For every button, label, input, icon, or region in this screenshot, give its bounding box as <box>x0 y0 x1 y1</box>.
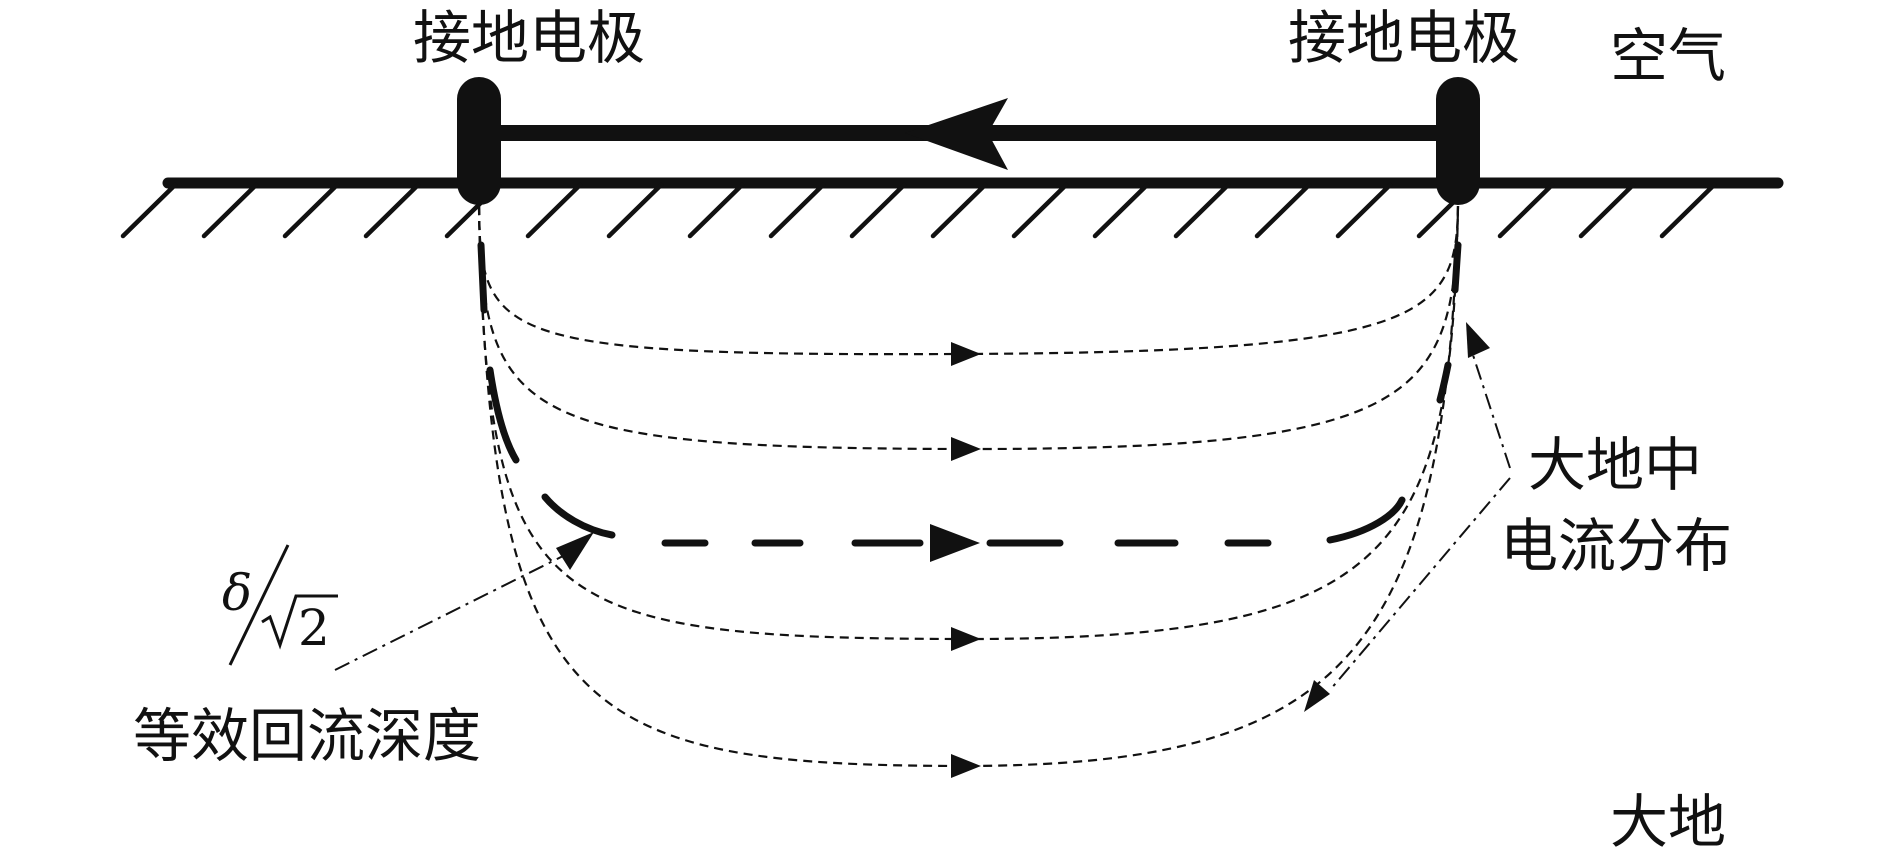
equivalent-path-right-curve <box>1326 496 1406 544</box>
equivalent-path-arrow <box>930 524 980 562</box>
leader-arrows <box>556 322 1490 712</box>
hatch-mark <box>282 182 340 239</box>
leader-arrow-bottom <box>1304 680 1330 712</box>
hatch-mark <box>687 182 745 239</box>
hatch-mark <box>201 182 259 239</box>
conductor-current-arrow <box>905 98 1008 170</box>
hatch-mark <box>1092 182 1150 239</box>
current-arrow-2 <box>951 437 981 461</box>
fraction-slash <box>228 544 290 666</box>
hatch-mark <box>849 182 907 239</box>
delta-symbol: δ <box>222 564 252 622</box>
left-electrode <box>457 77 501 205</box>
current-arrow-4 <box>951 754 981 778</box>
hatch-mark <box>606 182 664 239</box>
hatch-mark <box>1497 182 1555 239</box>
hatch-mark <box>1335 182 1393 239</box>
equivalent-path-left-curve <box>541 493 616 539</box>
current-distribution-label-line1: 大地中 <box>1528 431 1702 499</box>
hatch-mark <box>1011 182 1069 239</box>
leader-depth <box>334 549 576 671</box>
current-path-3 <box>477 205 1460 641</box>
current-arrow-1 <box>951 342 981 366</box>
equivalent-return-path <box>477 241 1462 547</box>
equivalent-path-right-segment-2 <box>1451 241 1462 294</box>
hatch-mark <box>1578 182 1636 239</box>
earth-label: 大地 <box>1610 788 1726 856</box>
current-arrow-3 <box>951 627 981 651</box>
earth-current-paths <box>477 205 1460 768</box>
hatch-mark <box>1659 182 1717 239</box>
right-electrode <box>1436 77 1480 205</box>
air-label: 空气 <box>1610 22 1726 90</box>
hatch-mark <box>525 182 583 239</box>
current-distribution-label-line2: 电流分布 <box>1500 512 1732 580</box>
hatch-mark <box>120 182 178 239</box>
leader-current-to-top <box>1471 351 1511 469</box>
leader-lines <box>334 351 1511 691</box>
leader-arrow-top <box>1466 322 1490 358</box>
right-electrode-label: 接地电极 <box>1288 4 1520 72</box>
hatch-mark <box>768 182 826 239</box>
current-path-arrows <box>951 342 981 778</box>
current-path-4 <box>477 205 1460 768</box>
left-electrode-label: 接地电极 <box>413 4 645 72</box>
equivalent-depth-label: 等效回流深度 <box>133 702 481 770</box>
hatch-mark <box>930 182 988 239</box>
hatch-mark <box>363 182 421 239</box>
hatch-mark <box>1173 182 1231 239</box>
sqrt-radical-icon <box>261 594 338 650</box>
delta-over-sqrt2-formula: δ 2 <box>222 544 338 666</box>
hatch-mark <box>1254 182 1312 239</box>
equivalent-path-right-segment-1 <box>1436 361 1452 404</box>
equivalent-path-left-segment-1 <box>477 241 488 314</box>
sqrt-two: 2 <box>298 599 330 657</box>
leader-current-to-bottom <box>1329 477 1511 691</box>
current-path-1 <box>477 205 1460 356</box>
current-path-2 <box>477 205 1460 451</box>
leader-arrow-depth <box>556 532 594 570</box>
equivalent-path-left-segment-2 <box>486 366 520 464</box>
